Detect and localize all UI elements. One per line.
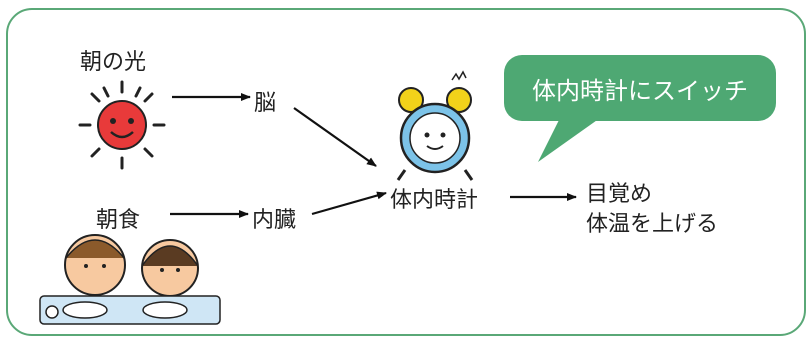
bubble-tail (538, 118, 600, 162)
label-wake-up: 目覚め (586, 182, 653, 207)
label-body-clock: 体内時計 (390, 188, 479, 213)
flow-arrows (170, 93, 577, 218)
sun-icon (78, 80, 166, 170)
label-brain: 脳 (254, 91, 277, 116)
speech-bubble-text: 体内時計にスイッチ (532, 76, 748, 105)
speech-bubble: 体内時計にスイッチ (504, 55, 776, 121)
diagram-frame (6, 8, 806, 336)
label-morning-light: 朝の光 (80, 50, 147, 75)
children-eating-icon (39, 234, 221, 325)
alarm-clock-icon (396, 70, 474, 181)
label-internal-organs: 内臓 (252, 208, 297, 233)
arrow-brain-to-clock (293, 107, 377, 167)
label-raise-temperature: 体温を上げる (586, 212, 719, 237)
label-breakfast: 朝食 (96, 208, 141, 233)
arrow-organs-to-clock (311, 191, 387, 216)
